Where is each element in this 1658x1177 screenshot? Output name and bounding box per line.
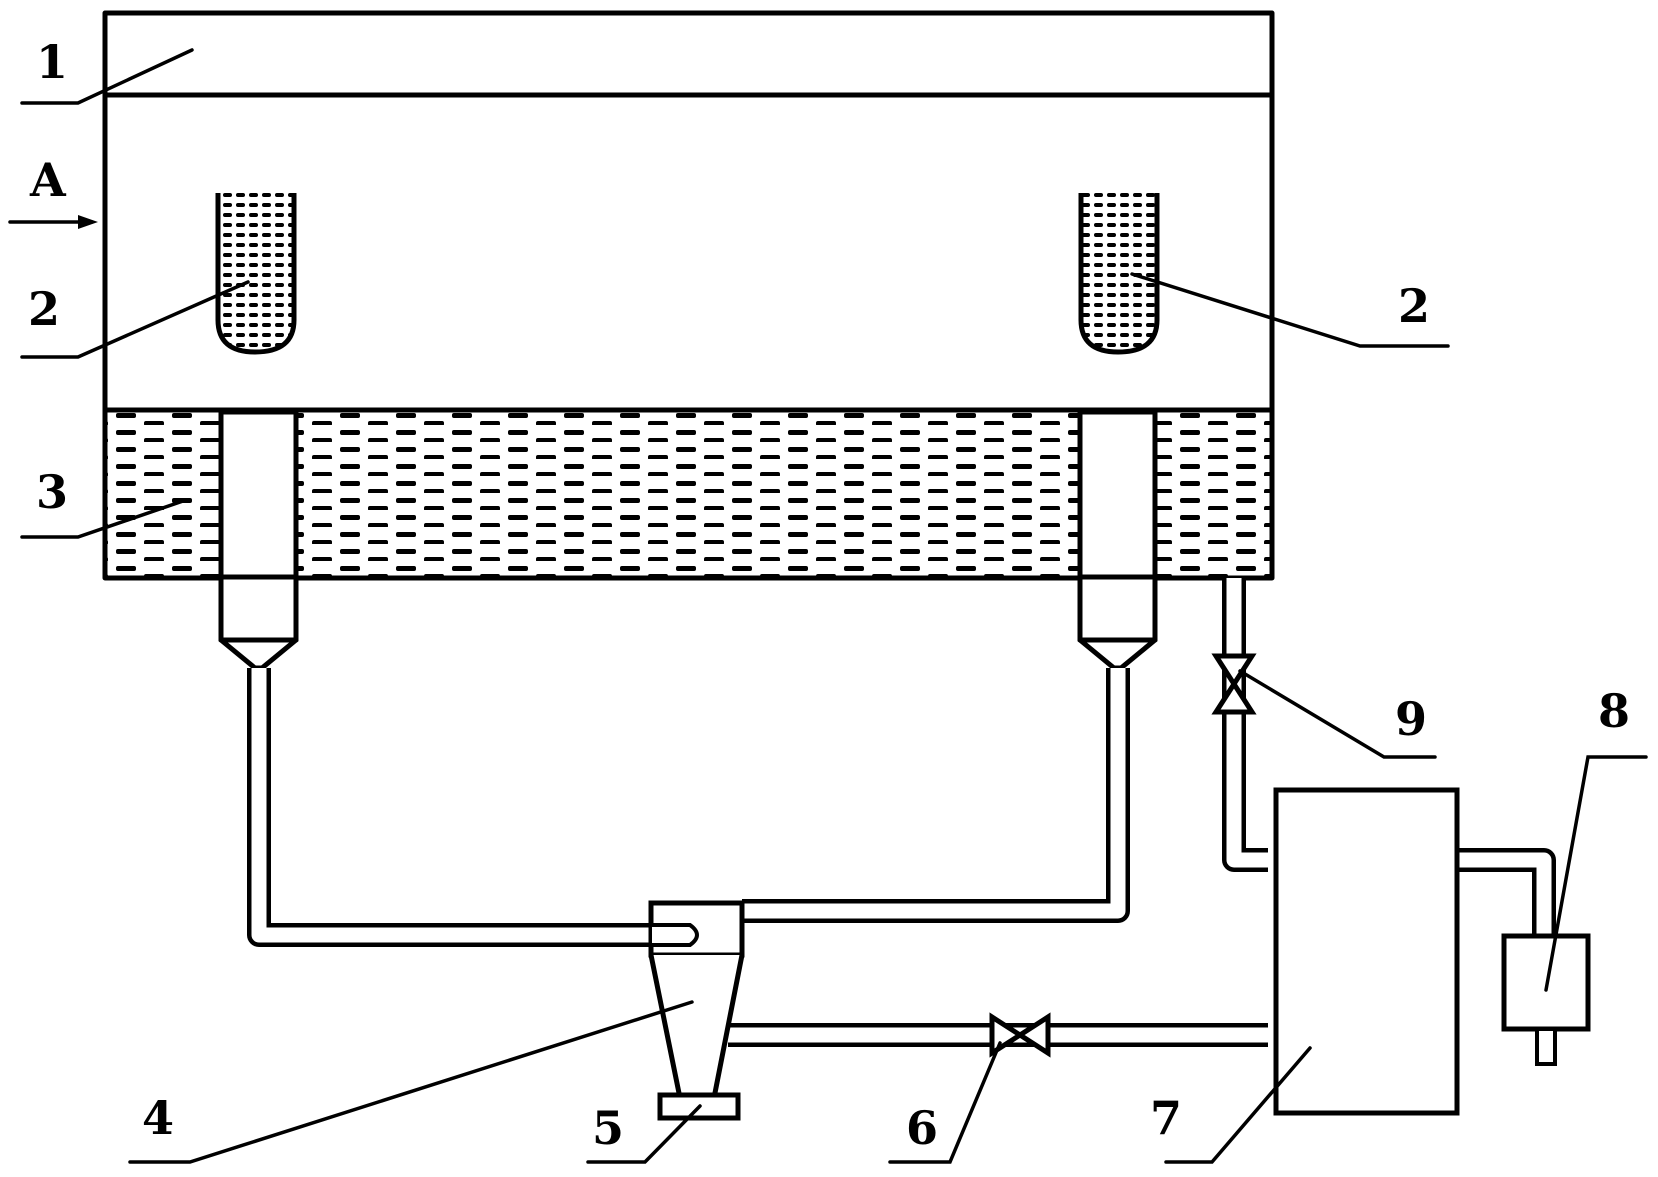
label-3: 3	[36, 465, 68, 519]
leader-9	[1238, 669, 1437, 759]
pipe-right	[742, 668, 1130, 923]
label-2-right: 2	[1398, 279, 1430, 333]
pump-shaft	[1535, 1027, 1557, 1066]
valve-6	[989, 1012, 1051, 1058]
label-7: 7	[1150, 1091, 1182, 1145]
inlet-arrow-head	[78, 215, 98, 229]
label-4: 4	[142, 1091, 174, 1145]
pump-body	[1501, 933, 1591, 1032]
collector-left	[218, 409, 299, 671]
pipe-left-bore	[251, 668, 690, 943]
tank-outline	[102, 10, 1275, 581]
filter-basket-right	[1078, 193, 1160, 355]
leader-3	[20, 498, 188, 539]
leader-5	[586, 1104, 702, 1164]
liquid-hatch	[106, 412, 1270, 577]
leader-lines	[20, 48, 1648, 1164]
tank	[102, 10, 1275, 581]
pump	[1501, 933, 1591, 1066]
pipe-drain-bore	[1226, 578, 1268, 868]
reservoir-tank	[1273, 787, 1460, 1116]
inlet-arrow	[8, 215, 98, 229]
valve-9	[1211, 653, 1257, 715]
filter-basket-right-body	[1078, 193, 1160, 355]
cyclone-inlet-nozzle	[652, 923, 699, 947]
valve-6-right-triangle	[1015, 1012, 1051, 1058]
collector-right-body	[1077, 409, 1158, 671]
filter-basket-left	[215, 193, 297, 355]
leader-7	[1164, 1046, 1312, 1164]
collector-left-body	[218, 409, 299, 671]
label-5: 5	[592, 1101, 624, 1155]
leader-4	[128, 1000, 694, 1164]
leader-6	[888, 1041, 1002, 1164]
labels: 1 A 2 2 3 4 5 6 7 8 9	[28, 35, 1630, 1155]
pipe-right-bore	[742, 668, 1126, 919]
leader-1	[20, 48, 194, 105]
cyclone-cone	[648, 954, 745, 1101]
label-9: 9	[1395, 692, 1427, 746]
label-inlet-a: A	[29, 153, 67, 207]
liquid-layer	[102, 407, 1275, 577]
label-2-left: 2	[28, 282, 60, 336]
label-1: 1	[36, 35, 68, 89]
pipe-pump	[1457, 848, 1556, 938]
collector-right	[1077, 409, 1158, 671]
label-8: 8	[1598, 684, 1630, 738]
pipe-pump-bore	[1457, 852, 1552, 938]
valve-9-bottom-triangle	[1211, 679, 1257, 715]
label-6: 6	[906, 1101, 938, 1155]
cyclone-separator	[648, 900, 745, 1101]
filter-basket-left-body	[215, 193, 297, 355]
valve-9-top-triangle	[1211, 653, 1257, 689]
pipe-left	[247, 668, 690, 947]
leader-8	[1544, 755, 1648, 992]
leader-2-right	[1130, 272, 1450, 348]
leader-2-left	[20, 280, 250, 359]
